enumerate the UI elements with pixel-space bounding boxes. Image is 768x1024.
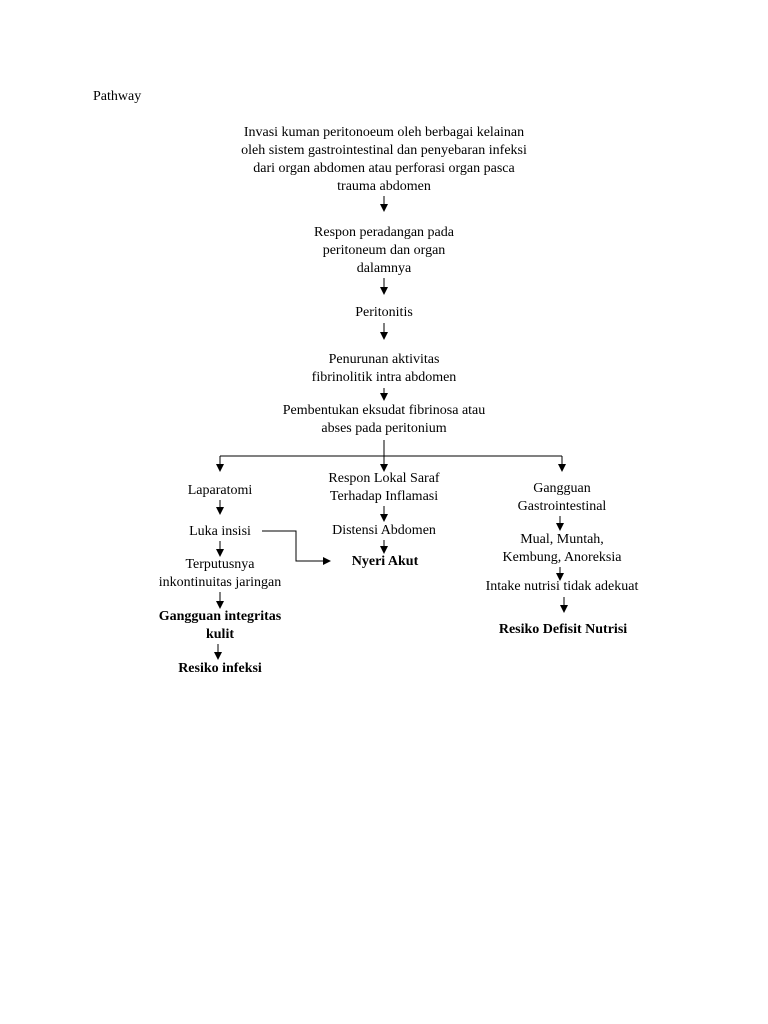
node-respon-lokal: Respon Lokal Saraf Terhadap Inflamasi [328, 471, 440, 504]
node-distensi: Distensi Abdomen [332, 523, 436, 538]
node-penurunan: Penurunan aktivitas fibrinolitik intra a… [311, 352, 457, 385]
node-resiko-infeksi: Resiko infeksi [178, 661, 262, 676]
arrow-luka-to-nyeri [262, 530, 331, 565]
node-invasi: Invasi kuman peritonoeum oleh berbagai k… [241, 125, 527, 194]
node-pembentukan: Pembentukan eksudat fibrinosa atau abses… [282, 403, 486, 436]
node-peritonitis: Peritonitis [355, 305, 413, 320]
node-terputusnya: Terputusnya inkontinuitas jaringan [158, 557, 282, 590]
node-resiko-defisit: Resiko Defisit Nutrisi [498, 622, 628, 637]
node-mual: Mual, Muntah, Kembung, Anoreksia [502, 532, 622, 565]
page-heading: Pathway [93, 89, 142, 104]
node-nyeri-akut: Nyeri Akut [351, 554, 419, 569]
node-gangguan-gi: Gangguan Gastrointestinal [517, 481, 607, 514]
node-intake: Intake nutrisi tidak adekuat [485, 579, 639, 594]
node-luka-insisi: Luka insisi [189, 524, 251, 539]
node-gangguan-integritas: Gangguan integritas kulit [158, 609, 282, 642]
node-respon-peradangan: Respon peradangan pada peritoneum dan or… [314, 225, 454, 276]
node-laparatomi: Laparatomi [187, 483, 253, 498]
